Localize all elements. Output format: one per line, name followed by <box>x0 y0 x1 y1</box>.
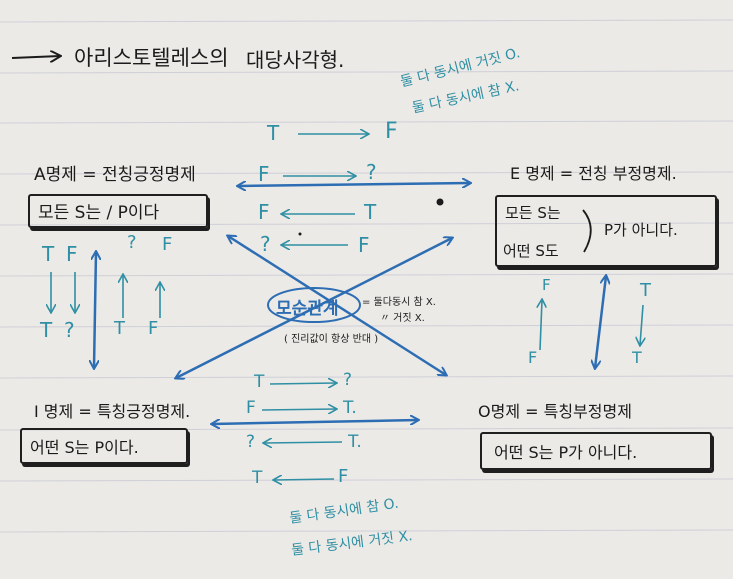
bottom-row1-right: ? <box>343 370 353 390</box>
diagonal-arrow-e-i <box>176 238 452 378</box>
contrary-arrow <box>238 183 470 186</box>
bottom-row2-left: F <box>246 398 256 418</box>
i-example-text: 어떤 S는 P이다. <box>30 438 139 457</box>
center-note-line2: 〃 거짓 X. <box>380 313 425 324</box>
contradiction-ellipse <box>267 287 361 323</box>
e-example-tail: P가 아니다. <box>604 221 678 239</box>
left-right-col-top1: ? <box>127 232 137 253</box>
left-right-col-bottom2: F <box>148 318 159 339</box>
left-bottom-q: ? <box>64 318 75 342</box>
right-bottom-left-f: F <box>528 348 538 367</box>
right-top-right-t: T <box>640 280 651 301</box>
top-row3-left: F <box>258 200 270 224</box>
top-small-arrows <box>282 134 368 245</box>
right-side-arrows <box>540 300 643 351</box>
top-row3-right: T <box>364 200 377 224</box>
bottom-small-arrows <box>262 383 343 480</box>
header-title-left: 아리스토텔레스의 <box>74 46 229 70</box>
ink-dot <box>436 198 444 206</box>
center-sub: ( 진리값이 항상 반대 ) <box>284 334 379 345</box>
o-example-text: 어떤 S는 P가 아니다. <box>494 443 638 462</box>
top-row2-left: F <box>258 162 270 186</box>
e-example-line1: 모든 S는 <box>505 204 561 222</box>
left-right-col-top2: F <box>162 234 173 255</box>
e-example-bracket <box>582 209 592 253</box>
right-top-left-f: F <box>542 276 551 294</box>
right-bottom-right-t: T <box>632 348 642 367</box>
left-side-arrows <box>51 272 160 318</box>
e-example-line2: 어떤 S도 <box>503 242 559 260</box>
top-row1-right: F <box>385 119 398 144</box>
o-example-box <box>480 432 712 470</box>
a-example-text: 모든 S는 / P이다 <box>38 203 160 223</box>
e-prop-title: E 명제 = 전칭 부정명제. <box>510 164 677 183</box>
left-right-col-bottom1: T <box>114 318 125 339</box>
top-row4-left: ? <box>260 232 271 256</box>
top-row1-left: T <box>267 121 280 145</box>
bottom-row2-right: T. <box>343 398 357 418</box>
bottom-row4-left: T <box>252 468 263 488</box>
a-example-box <box>28 194 208 228</box>
center-label: 모순관계 <box>276 299 339 319</box>
left-top-t: T <box>42 242 55 266</box>
ink-dot-small <box>298 232 302 236</box>
left-top-f: F <box>66 242 78 266</box>
top-row2-right: ? <box>366 160 377 184</box>
left-bottom-t: T <box>40 318 53 342</box>
i-example-box <box>20 428 188 464</box>
i-prop-title: I 명제 = 특칭긍정명제. <box>34 402 191 421</box>
bottom-row3-right: T. <box>348 432 362 452</box>
left-vertical-arrow <box>94 252 96 368</box>
bottom-row1-left: T <box>254 372 265 392</box>
o-prop-title: O명제 = 특칭부정명제 <box>478 402 632 421</box>
subcontrary-arrow <box>212 420 418 424</box>
right-vertical-arrow <box>595 276 606 368</box>
center-note-line1: = 둘다동시 참 X. <box>362 297 436 308</box>
header-title-right: 대당사각형. <box>246 48 345 72</box>
top-row4-right: F <box>358 233 370 257</box>
bottom-row3-left: ? <box>246 432 256 452</box>
long-right-arrow-icon <box>11 56 60 58</box>
e-example-box <box>495 195 717 267</box>
bottom-row4-right: F <box>338 466 349 487</box>
a-prop-title: A명제 = 전칭긍정명제 <box>34 165 196 185</box>
